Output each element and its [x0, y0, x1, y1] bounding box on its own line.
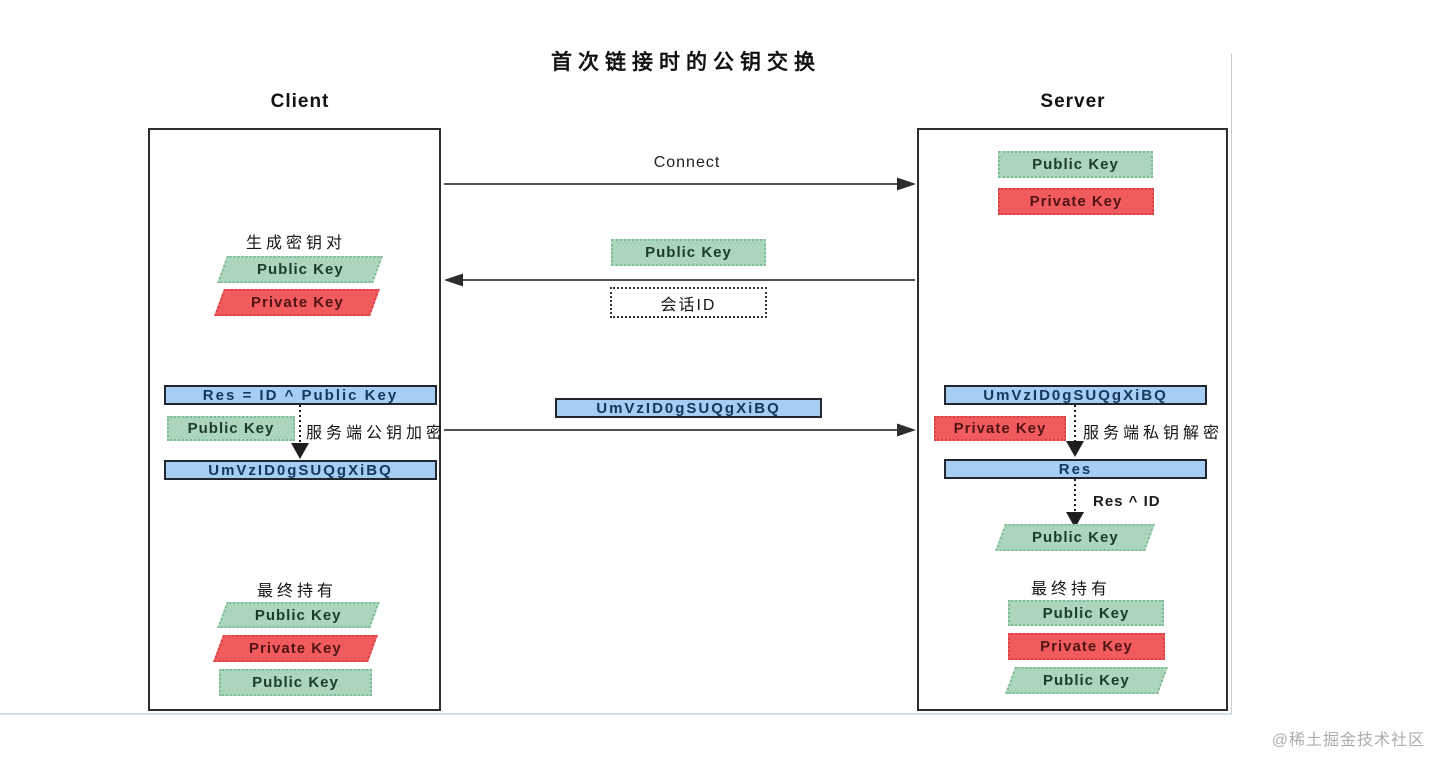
client-res-formula-box: Res = ID ^ Public Key — [164, 385, 437, 405]
server-decrypt-note: 服务端私钥解密 — [1083, 425, 1224, 442]
image-right-edge-line — [1231, 54, 1232, 714]
server-private-key-shape: Private Key — [998, 188, 1154, 215]
client-public-key-label: Public Key — [256, 261, 344, 278]
client-private-key-shape: Private Key — [214, 289, 380, 316]
client-final-private-key-label: Private Key — [249, 640, 342, 657]
message-encrypted-value-box: UmVzID0gSUQgXiBQ — [555, 398, 822, 418]
server-decrypt-key-shape: Private Key — [934, 416, 1066, 441]
return-arrowhead-icon — [444, 273, 463, 287]
client-final-public-key-label: Public Key — [255, 606, 342, 624]
client-encrypted-value-box: UmVzID0gSUQgXiBQ — [164, 460, 437, 480]
server-title: Server — [1040, 91, 1106, 112]
client-public-key-shape: Public Key — [217, 256, 383, 283]
client-final-label: 最终持有 — [256, 583, 337, 600]
client-encrypt-note: 服务端公钥加密 — [306, 425, 447, 442]
client-final-server-public-key-shape: Public Key — [219, 669, 372, 696]
watermark: @稀土掘金技术社区 — [1271, 732, 1425, 749]
diagram-title: 首次链接时的公钥交换 — [551, 51, 821, 74]
client-final-public-key-shape: Public Key — [217, 602, 380, 628]
server-final-client-public-key-shape: Public Key — [1005, 667, 1168, 694]
server-derived-key-label: Public Key — [1031, 529, 1119, 546]
session-id-box: 会话ID — [610, 287, 767, 318]
encrypted-arrowhead-icon — [897, 423, 916, 437]
server-received-value-box: UmVzID0gSUQgXiBQ — [944, 385, 1207, 405]
message-public-key-shape: Public Key — [611, 239, 766, 266]
client-private-key-label: Private Key — [250, 294, 344, 311]
server-final-label: 最终持有 — [1030, 581, 1111, 598]
connect-arrowhead-icon — [897, 177, 916, 191]
image-bottom-edge-line — [0, 713, 1232, 715]
client-final-private-key-shape: Private Key — [213, 635, 378, 662]
server-public-key-shape: Public Key — [998, 151, 1153, 178]
connect-label: Connect — [653, 154, 721, 171]
server-final-client-public-key-label: Public Key — [1043, 672, 1130, 689]
client-title: Client — [270, 91, 330, 112]
server-final-public-key-shape: Public Key — [1008, 600, 1164, 626]
server-res-box: Res — [944, 459, 1207, 479]
server-derived-key-shape: Public Key — [995, 524, 1155, 551]
client-keygen-label: 生成密钥对 — [245, 235, 346, 252]
server-derive-note: Res ^ ID — [1093, 493, 1161, 510]
client-encrypt-key-shape: Public Key — [167, 416, 295, 441]
server-final-private-key-shape: Private Key — [1008, 633, 1165, 660]
